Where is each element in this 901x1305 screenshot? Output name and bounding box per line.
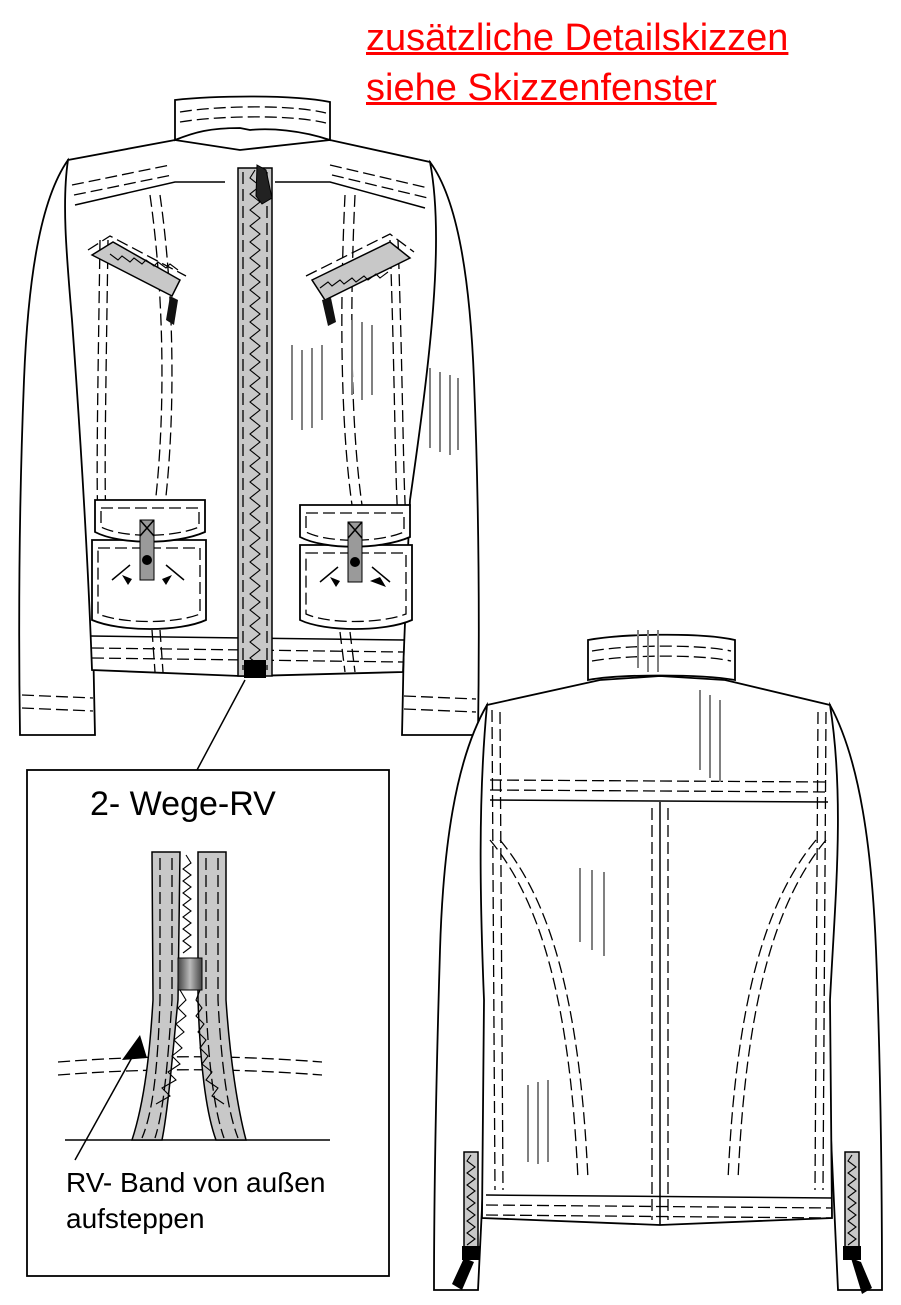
front-zipper-teeth: [249, 169, 261, 675]
note-line-1: zusätzliche Detailskizzen: [366, 17, 789, 59]
back-right-sleeve-zipper: [844, 1151, 860, 1251]
sleeve-zipper-pull-icon-right: [851, 1258, 872, 1294]
sleeve-zipper-pull-icon: [452, 1258, 474, 1290]
back-material-shading: [527, 630, 721, 1164]
arrow-head-icon: [122, 1035, 147, 1060]
left-chest-pocket: [87, 235, 187, 325]
label-pointer-line: [74, 1051, 136, 1161]
detail-title: 2- Wege-RV: [90, 785, 276, 823]
front-zipper-pull-icon: [255, 164, 273, 205]
detail-label-line-2: aufsteppen: [66, 1203, 205, 1234]
back-left-sleeve-zipper: [463, 1151, 479, 1251]
detail-leader-line: [196, 679, 246, 771]
chest-zipper-pull-icon-right: [322, 298, 336, 326]
zipper-slider-icon: [177, 957, 203, 991]
back-view: [433, 630, 883, 1294]
detail-label-line-1: RV- Band von außen: [66, 1167, 326, 1198]
pocket-button-icon: [142, 555, 152, 565]
zipper-detail-box: [26, 769, 390, 1277]
front-collar: [174, 95, 331, 142]
material-shading: [291, 320, 459, 455]
pocket-button-icon-right: [350, 557, 360, 567]
right-flap-pocket: [299, 504, 413, 630]
back-collar: [587, 633, 736, 682]
left-flap-pocket: [91, 499, 207, 630]
front-zipper-bottom-stop: [244, 660, 266, 678]
note-line-2: siehe Skizzenfenster: [366, 67, 717, 109]
chest-zipper-pull-icon: [166, 296, 178, 325]
front-view: [18, 95, 480, 736]
right-chest-pocket: [305, 233, 415, 326]
